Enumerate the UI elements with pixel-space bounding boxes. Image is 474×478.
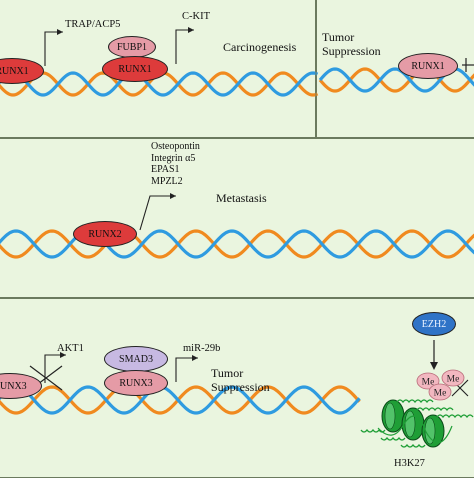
histone-tail-3 bbox=[436, 414, 474, 419]
helix-c-strand-orange bbox=[0, 229, 474, 259]
panel-metastasis bbox=[0, 138, 474, 298]
carcinogenesis-label: Carcinogenesis bbox=[223, 40, 297, 54]
nucleosome-face-1 bbox=[384, 402, 396, 430]
runx1-label-b: RUNX1 bbox=[411, 60, 445, 72]
cross-d-2 bbox=[451, 379, 469, 397]
me-tag-1 bbox=[416, 372, 440, 390]
smad3-protein: SMAD3 bbox=[104, 346, 168, 372]
arrowhead-runx2-targets bbox=[170, 193, 176, 199]
arrowhead-mir-29b bbox=[192, 355, 198, 361]
runx2-targets: Osteopontin Integrin α5 EPAS1 MPZL2 bbox=[151, 141, 200, 187]
arrowhead-c-kit bbox=[188, 27, 194, 33]
target-mpzl2: MPZL2 bbox=[151, 175, 183, 187]
akt1-label: AKT1 bbox=[57, 343, 84, 354]
target-integrin-a5: Integrin α5 bbox=[151, 152, 196, 164]
runx3-center-label: RUNX3 bbox=[119, 377, 153, 389]
ezh2-label: EZH2 bbox=[421, 318, 447, 330]
runx1-center-label: RUNX1 bbox=[118, 63, 152, 75]
histone-tail-low-2 bbox=[380, 436, 406, 441]
helix-b-strand-orange bbox=[318, 67, 474, 93]
metastasis-label: Metastasis bbox=[216, 191, 267, 205]
runx1-left-label: RUNX1 bbox=[0, 65, 29, 77]
fubp1-protein: FUBP1 bbox=[108, 36, 156, 58]
nucleosome-face-2 bbox=[404, 410, 416, 438]
runx2-protein: RUNX2 bbox=[73, 221, 137, 247]
me-label-2: Me bbox=[447, 375, 460, 385]
runx3-center-protein: RUNX3 bbox=[104, 370, 168, 396]
h3k27-label: H3K27 bbox=[394, 458, 425, 469]
fubp1-label: FUBP1 bbox=[116, 41, 147, 53]
arrowhead-ezh2 bbox=[430, 362, 438, 370]
smad3-label: SMAD3 bbox=[119, 353, 153, 365]
nucleosome-face-3 bbox=[424, 417, 436, 445]
tumor-suppression-label-b: Tumor Suppression bbox=[322, 30, 381, 58]
helix-d-strand-blue bbox=[0, 385, 361, 415]
me-tag-3 bbox=[428, 383, 452, 401]
target-epas1: EPAS1 bbox=[151, 164, 180, 175]
helix-a-strand-blue bbox=[0, 71, 319, 97]
histone-tail-low-3 bbox=[400, 443, 426, 448]
runx1-center-protein: RUNX1 bbox=[102, 56, 168, 82]
nucleosome-dna bbox=[377, 415, 453, 444]
arrow-mir-29b bbox=[175, 357, 198, 382]
runx2-label: RUNX2 bbox=[88, 228, 122, 240]
histone-tail-1 bbox=[396, 399, 434, 404]
mir-29b-label: miR-29b bbox=[183, 343, 221, 354]
arrow-trap-acp5 bbox=[44, 31, 63, 66]
arrow-akt1 bbox=[44, 354, 66, 383]
c-kit-label: C-KIT bbox=[182, 11, 210, 22]
arrowhead-trap-acp5 bbox=[57, 29, 63, 35]
tumor-suppression-label-d: Tumor Suppression bbox=[211, 366, 270, 394]
ezh2-protein: EZH2 bbox=[412, 312, 456, 336]
me-label-3: Me bbox=[434, 389, 447, 399]
arrow-runx2-targets bbox=[139, 195, 176, 231]
me-label-1: Me bbox=[422, 378, 435, 388]
histone-tail-2 bbox=[416, 407, 454, 412]
histone-tail-low-1 bbox=[360, 428, 386, 433]
arrowhead-akt1 bbox=[60, 352, 66, 358]
trap-acp5-label: TRAP/ACP5 bbox=[65, 19, 121, 30]
runx1-protein-b: RUNX1 bbox=[398, 53, 458, 79]
runx3-left-label: RUNX3 bbox=[0, 380, 27, 392]
arrow-c-kit bbox=[175, 29, 194, 64]
me-tag-2 bbox=[441, 369, 465, 387]
target-osteopontin: Osteopontin bbox=[151, 141, 200, 152]
